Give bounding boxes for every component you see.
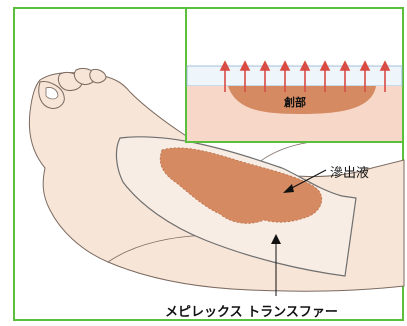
label-exudate: 滲出液	[330, 162, 369, 181]
label-mepilex-transfer: メピレックス トランスファー	[165, 301, 338, 320]
label-wound: 創部	[284, 94, 306, 110]
inset-panel	[186, 8, 403, 142]
inset-dressing-band	[187, 66, 402, 86]
